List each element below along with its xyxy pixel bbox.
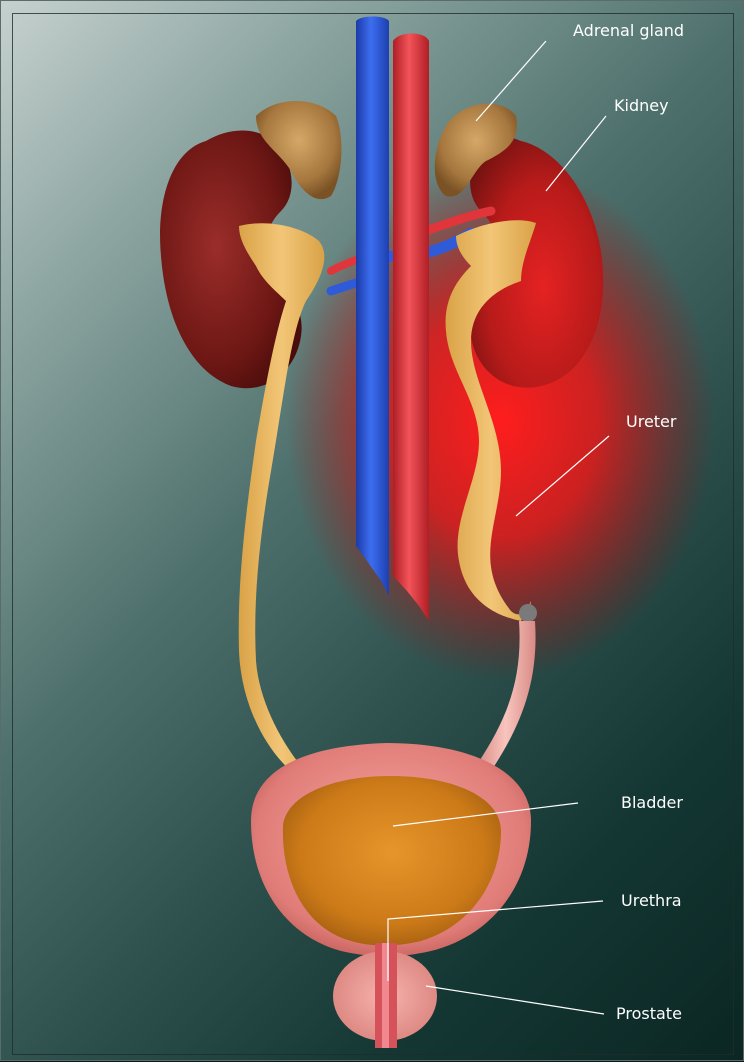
prostate-pointer xyxy=(426,986,604,1014)
bladder-label: Bladder xyxy=(621,793,683,812)
aorta xyxy=(393,34,429,622)
bladder xyxy=(251,743,531,956)
ureter-label: Ureter xyxy=(626,412,677,431)
adrenal-gland-label: Adrenal gland xyxy=(573,21,684,40)
urethra-label: Urethra xyxy=(621,891,682,910)
prostate-label: Prostate xyxy=(616,1004,682,1023)
urethra xyxy=(375,943,397,1048)
vena-cava xyxy=(356,17,389,597)
adrenal-gland-pointer xyxy=(476,41,546,121)
kidney-label: Kidney xyxy=(614,96,669,115)
